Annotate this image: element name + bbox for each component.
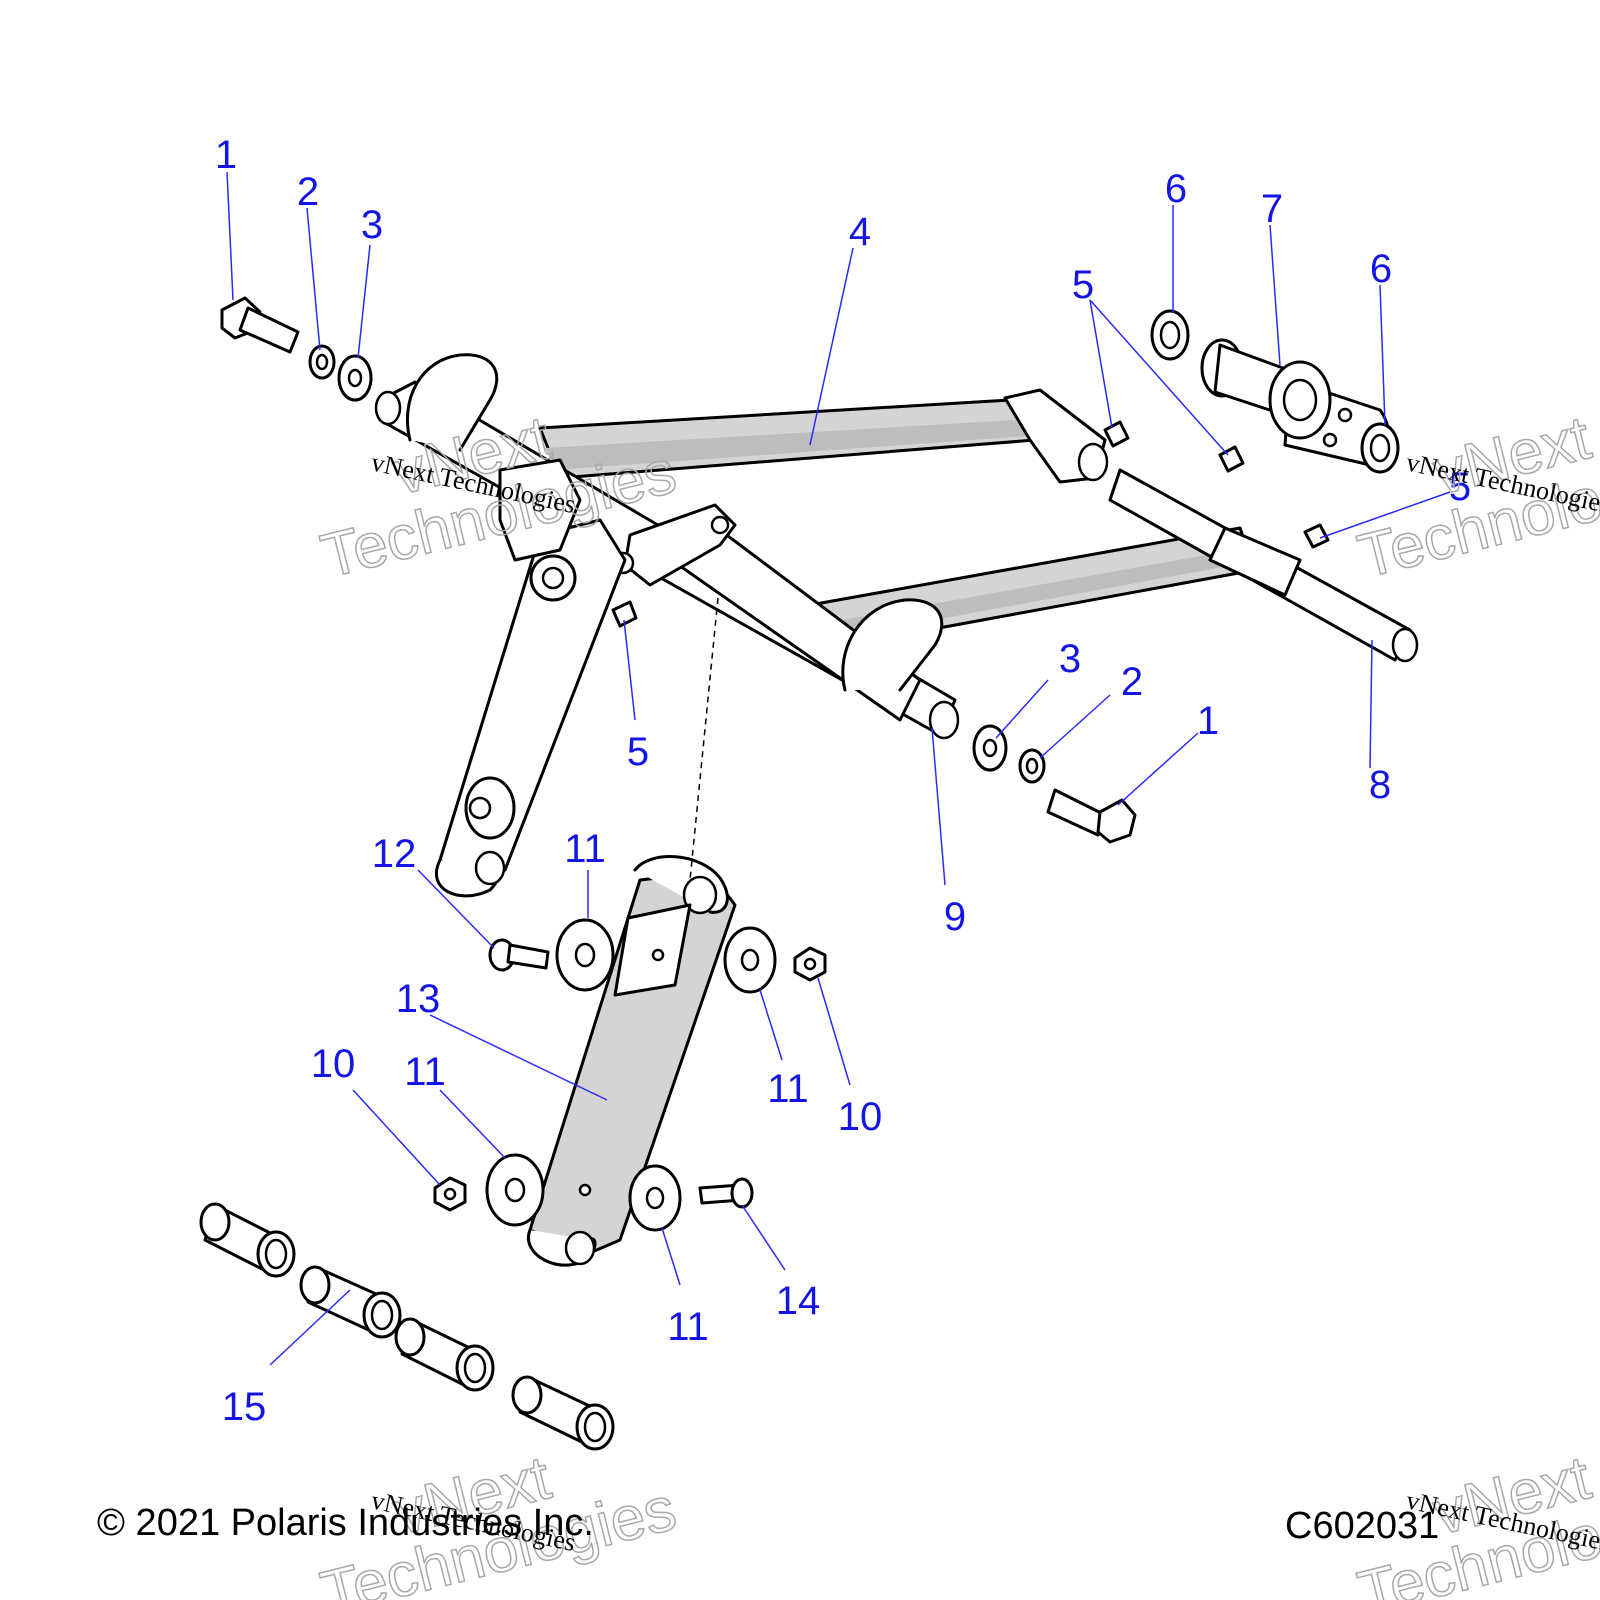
- callout-10-left: 10: [311, 1042, 356, 1086]
- nut-part-10-b: [433, 1176, 467, 1212]
- lock-washer-part-2-right: [1018, 748, 1046, 784]
- grease-fitting-part-5-a: [1103, 420, 1130, 448]
- lock-washer-part-2-left: [308, 344, 336, 380]
- callout-5-top: 5: [1072, 263, 1094, 307]
- callout-6-right: 6: [1370, 247, 1392, 291]
- callout-11-right: 11: [767, 1067, 809, 1111]
- drawing-code: C602031: [1285, 1505, 1440, 1547]
- callout-14: 14: [776, 1279, 821, 1323]
- washer-part-11-b: [723, 926, 777, 994]
- callout-12: 12: [372, 832, 417, 876]
- bolt-part-1-right: [1046, 788, 1137, 844]
- callout-8: 8: [1369, 763, 1391, 807]
- washer-part-11-d: [628, 1164, 682, 1232]
- callout-9: 9: [944, 895, 966, 939]
- bushing-part-15-c: [394, 1317, 495, 1392]
- bushing-part-15-d: [511, 1375, 615, 1451]
- axle-tube-part-8: [1108, 468, 1419, 663]
- callout-1-left: 1: [215, 133, 237, 177]
- washer-part-11-c: [485, 1153, 545, 1227]
- callout-2-left: 2: [297, 170, 319, 214]
- callout-6-left: 6: [1165, 167, 1187, 211]
- grease-fitting-part-5-c: [1303, 523, 1330, 549]
- callout-11-bottom: 11: [667, 1305, 709, 1349]
- bushing-part-15-a: [199, 1202, 296, 1278]
- callout-2-right: 2: [1121, 660, 1143, 704]
- callout-5-right: 5: [1449, 465, 1471, 509]
- bolt-part-14: [698, 1177, 754, 1209]
- callout-1-right: 1: [1197, 699, 1219, 743]
- grease-fitting-part-5-d: [611, 600, 638, 628]
- callout-10-right: 10: [838, 1095, 883, 1139]
- bushing-part-6-right: [1360, 422, 1400, 474]
- callout-15: 15: [222, 1385, 267, 1429]
- flat-washer-part-3-right: [972, 724, 1008, 772]
- upper-link-arm: [434, 458, 627, 898]
- callout-11-top: 11: [564, 827, 606, 871]
- callout-13: 13: [396, 977, 441, 1021]
- nut-part-10-a: [793, 946, 827, 982]
- bushing-part-6-left: [1150, 309, 1190, 361]
- bushing-part-15-b: [299, 1265, 402, 1339]
- callout-3-left: 3: [361, 203, 383, 247]
- bolt-part-12: [488, 938, 550, 972]
- callout-5-left: 5: [627, 730, 649, 774]
- flat-washer-part-3-left: [337, 354, 373, 402]
- callout-7: 7: [1261, 187, 1283, 231]
- assembly-dashed-line: [689, 597, 719, 881]
- leader-lines: [226, 171, 1451, 1366]
- lower-link-arm-part-13: [526, 855, 737, 1267]
- callout-4: 4: [849, 210, 871, 254]
- bolt-part-1-left: [220, 296, 300, 354]
- copyright-notice: © 2021 Polaris Industries Inc.: [97, 1502, 594, 1544]
- callout-3-right: 3: [1059, 637, 1081, 681]
- callout-labels: 1 2 3 4 5 6 7 6 5 5 3 2 1 8 9 12 11 13 1…: [215, 133, 1471, 1429]
- washer-part-11-a: [555, 918, 615, 992]
- callout-11-left: 11: [404, 1050, 446, 1094]
